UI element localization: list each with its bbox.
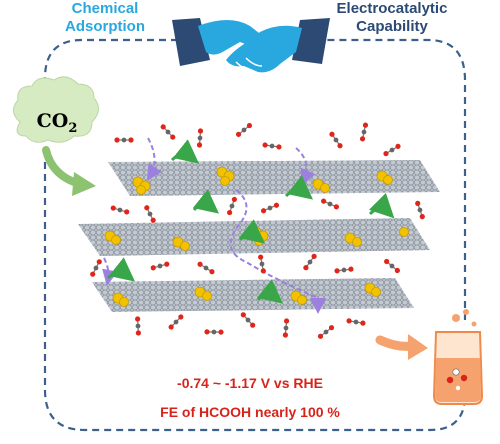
molecule xyxy=(346,318,366,326)
reaction-arrows xyxy=(106,139,395,304)
co2-text: CO xyxy=(36,110,69,132)
molecule xyxy=(260,202,280,214)
molecule xyxy=(383,143,401,157)
molecule xyxy=(303,253,317,271)
faradaic-efficiency-text: FE of HCOOH nearly 100 % xyxy=(160,404,340,420)
molecule xyxy=(160,124,176,140)
molecule xyxy=(150,261,170,271)
molecule xyxy=(168,314,184,330)
molecule xyxy=(144,205,156,223)
molecule xyxy=(334,266,354,274)
co2-subscript: 2 xyxy=(68,120,78,136)
molecule xyxy=(240,312,256,328)
label-right-line2: Capability xyxy=(356,18,428,35)
molecule xyxy=(317,325,335,339)
molecules xyxy=(90,122,425,339)
molecule xyxy=(329,131,343,149)
molecule xyxy=(135,316,141,336)
molecule xyxy=(90,259,102,277)
label-left-line2: Adsorption xyxy=(65,18,145,35)
cloud-arrow-head xyxy=(72,172,96,196)
molecule xyxy=(110,205,130,215)
product-arrow-head xyxy=(408,334,428,360)
molecule xyxy=(197,261,215,275)
label-left-line1: Chemical xyxy=(71,0,139,17)
beaker-icon xyxy=(432,309,484,405)
molecule xyxy=(204,329,224,335)
product-arrow xyxy=(375,335,417,351)
molecule xyxy=(384,258,400,274)
co2-cloud-icon xyxy=(13,76,99,143)
co2-label: CO2 xyxy=(26,110,88,136)
molecule xyxy=(196,128,204,148)
chemical-adsorption-label: Chemical Adsorption xyxy=(40,0,170,36)
molecule xyxy=(227,196,237,216)
molecule xyxy=(321,198,339,210)
molecule xyxy=(262,142,282,150)
label-right-line1: Electrocatalytic xyxy=(336,0,448,17)
molecule xyxy=(359,122,369,142)
dashed-frame xyxy=(43,38,467,432)
molecule xyxy=(114,137,134,143)
handshake-icon xyxy=(172,18,330,73)
molecule xyxy=(282,318,290,338)
electrocatalytic-capability-label: Electrocatalytic Capability xyxy=(312,0,472,36)
potential-range-text: -0.74 ~ -1.17 V vs RHE xyxy=(177,375,323,391)
molecule xyxy=(235,122,253,138)
molecule xyxy=(258,254,266,274)
molecule xyxy=(415,200,425,220)
